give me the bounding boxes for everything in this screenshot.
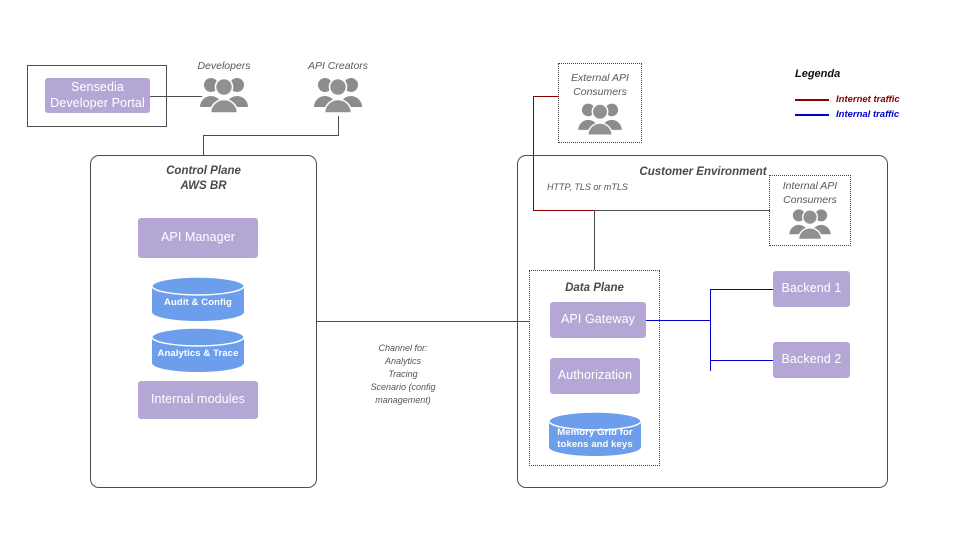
internet-traffic-segment-bottom: [533, 210, 595, 211]
audit-and-config-cylinder[interactable]: Audit & Config: [152, 277, 244, 321]
connector-junction-to-internal-consumers: [594, 210, 770, 211]
internal-api-consumers-container: [769, 175, 851, 246]
connector-creators-across: [203, 135, 339, 136]
api-gateway-node[interactable]: API Gateway: [550, 302, 646, 338]
backend-1-node[interactable]: Backend 1: [773, 271, 850, 307]
connector-control-plane-to-data-plane: [317, 321, 529, 322]
connector-junction-to-data-plane: [594, 210, 595, 270]
external-api-consumers-people-icon: [576, 100, 624, 138]
sensedia-developer-portal-node[interactable]: Sensedia Developer Portal: [45, 78, 150, 113]
api-gateway-label: API Gateway: [560, 312, 636, 327]
analytics-and-trace-cylinder[interactable]: Analytics & Trace: [152, 328, 244, 372]
channel-label: Channel for: Analytics Tracing Scenario …: [370, 343, 436, 406]
legend-label-internet-traffic: Internet traffic: [836, 94, 900, 105]
internet-traffic-segment-vertical: [533, 96, 534, 210]
developers-label: Developers: [197, 60, 251, 72]
data-plane-title: Data Plane: [565, 282, 624, 294]
connector-portal-to-developers: [150, 96, 202, 97]
internal-api-consumers-people-icon: [787, 206, 833, 242]
internal-api-consumers-label: Internal API Consumers: [782, 180, 838, 206]
customer-environment-title: Customer Environment: [639, 166, 767, 178]
developers-people-icon: [199, 74, 249, 116]
connector-creators-down: [338, 116, 339, 135]
sensedia-developer-portal-label: Sensedia Developer Portal: [50, 79, 145, 110]
internal-modules-label: Internal modules: [150, 392, 245, 407]
external-api-consumers-label: External API Consumers: [571, 72, 629, 98]
control-plane-title: Control Plane AWS BR: [166, 165, 241, 193]
memory-grid-cylinder[interactable]: Memory Grid for tokens and keys: [549, 412, 641, 456]
control-plane-container: [90, 155, 317, 488]
customer-environment-container: [517, 155, 888, 488]
legend-swatch-internal-traffic: [795, 113, 829, 116]
internet-traffic-segment-top: [533, 96, 559, 97]
external-api-consumers-container: [558, 63, 642, 143]
authorization-label: Authorization: [557, 368, 633, 383]
legend-item-internal-traffic: Internal traffic: [795, 109, 945, 120]
internal-traffic-fork: [710, 289, 711, 371]
internal-traffic-gateway-trunk: [646, 320, 711, 321]
internal-modules-node[interactable]: Internal modules: [138, 381, 258, 419]
internal-traffic-to-backend-2: [710, 360, 774, 361]
authorization-node[interactable]: Authorization: [550, 358, 640, 394]
api-manager-label: API Manager: [160, 230, 236, 245]
data-plane-container: [529, 270, 660, 466]
api-creators-label: API Creators: [307, 60, 369, 72]
legend-swatch-internet-traffic: [795, 98, 829, 101]
internal-traffic-to-backend-1: [710, 289, 774, 290]
legend-title: Legenda: [795, 68, 841, 80]
legend: Legenda Internet traffic Internal traffi…: [795, 68, 945, 120]
backend-2-node[interactable]: Backend 2: [773, 342, 850, 378]
legend-item-internet-traffic: Internet traffic: [795, 94, 945, 105]
connector-creators-into-control-plane: [203, 135, 204, 156]
legend-label-internal-traffic: Internal traffic: [836, 109, 900, 120]
backend-1-label: Backend 1: [781, 281, 842, 296]
api-manager-node[interactable]: API Manager: [138, 218, 258, 258]
api-creators-people-icon: [313, 74, 363, 116]
backend-2-label: Backend 2: [781, 352, 842, 367]
protocol-label: HTTP, TLS or mTLS: [547, 182, 628, 192]
